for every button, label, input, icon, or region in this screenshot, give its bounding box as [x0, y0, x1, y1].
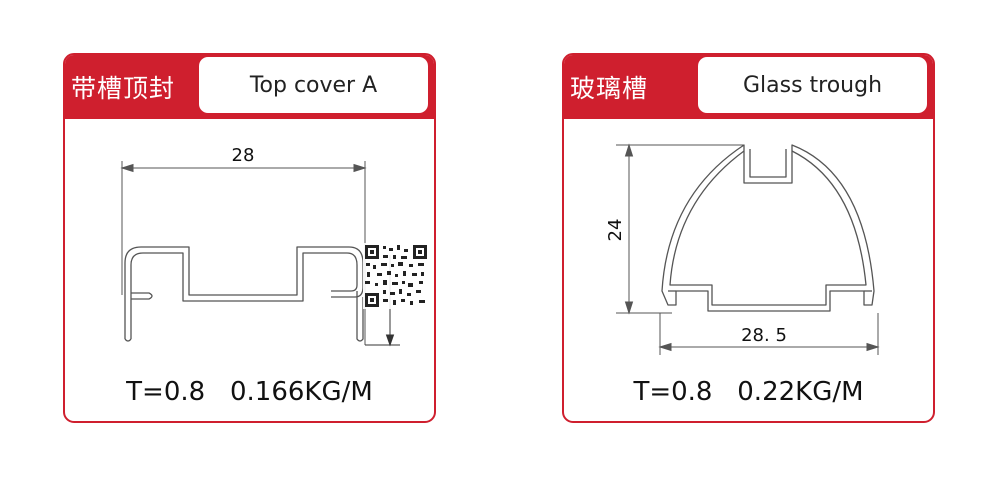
product-spec: T=0.8 0.166KG/M [126, 377, 373, 407]
profile-drawing-glass-trough: 24 28. 5 [605, 143, 880, 355]
profile-drawing-top-cover: 28 [120, 145, 429, 347]
profile-outline [661, 144, 875, 312]
product-title-box: Glass trough [698, 57, 927, 113]
dimension-width-label: 28 [232, 145, 255, 166]
product-spec: T=0.8 0.22KG/M [633, 377, 864, 407]
product-title-en: Top cover A [249, 72, 378, 98]
product-title-cn: 带槽顶封 [71, 74, 176, 103]
product-title-en: Glass trough [742, 72, 883, 98]
product-card-top-cover: 带槽顶封 Top cover A 28 [63, 53, 436, 423]
dimension-width-label: 28. 5 [741, 325, 787, 346]
qr-code-icon [363, 243, 429, 309]
product-card-glass-trough: 玻璃槽 Glass trough 24 28. 5 [562, 53, 935, 423]
card-header: 带槽顶封 Top cover A [65, 55, 434, 119]
card-header: 玻璃槽 Glass trough [564, 55, 933, 119]
dimension-lines [616, 143, 880, 355]
profile-outline [124, 246, 364, 342]
dimension-height-label: 24 [605, 219, 626, 242]
product-title-box: Top cover A [199, 57, 428, 113]
product-title-cn: 玻璃槽 [570, 74, 649, 103]
